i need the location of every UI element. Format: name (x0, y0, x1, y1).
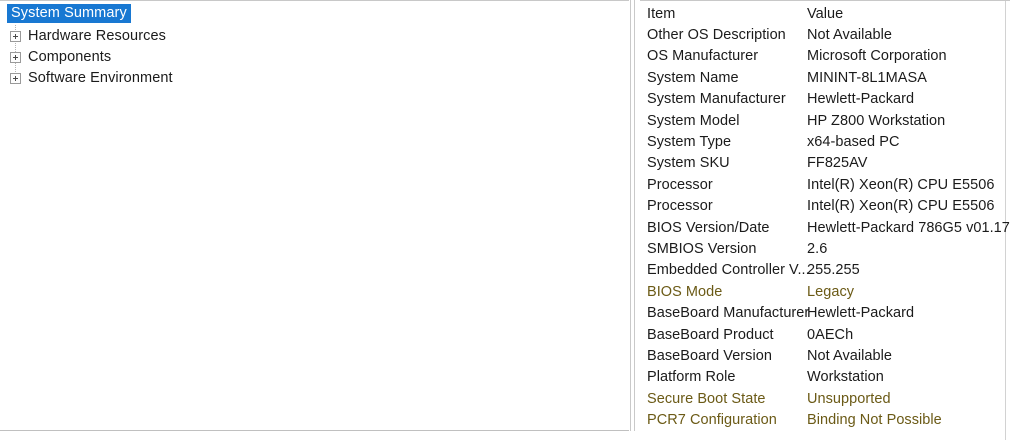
table-row[interactable]: Other OS Description Not Available (640, 25, 1010, 46)
cell-value: Hewlett-Packard (807, 91, 915, 108)
tree-item-hardware-resources[interactable]: Hardware Resources (10, 26, 166, 46)
cell-value: Binding Not Possible (807, 412, 942, 429)
cell-item: BIOS Version/Date (647, 219, 770, 236)
table-row[interactable]: Secure Boot State Unsupported (640, 389, 1010, 410)
table-row[interactable]: BaseBoard Product 0AECh (640, 325, 1010, 346)
cell-item: BaseBoard Version (647, 348, 772, 364)
cell-item: System Manufacturer (647, 91, 786, 108)
cell-value: MININT-8L1MASA (807, 69, 927, 86)
table-row[interactable]: OS Manufacturer Microsoft Corporation (640, 46, 1010, 67)
table-row[interactable]: Processor Intel(R) Xeon(R) CPU E5506 (640, 175, 1010, 196)
navigation-tree-panel: System Summary Hardware Resources Compon… (0, 0, 629, 431)
table-row[interactable]: System Name MININT-8L1MASA (640, 68, 1010, 89)
cell-value: Intel(R) Xeon(R) CPU E5506 (807, 176, 995, 193)
column-header-item[interactable]: Item (647, 6, 676, 22)
plus-box-icon[interactable] (10, 51, 21, 63)
cell-item: System Name (647, 69, 739, 86)
table-row[interactable]: Embedded Controller V...255.255 (640, 260, 1010, 281)
splitter-line (630, 0, 631, 431)
table-row[interactable]: Processor Intel(R) Xeon(R) CPU E5506 (640, 196, 1010, 217)
tree-item-components[interactable]: Components (10, 47, 111, 67)
plus-box-icon[interactable] (10, 30, 21, 42)
panel-edge (1005, 1, 1006, 440)
cell-value: FF825AV (807, 155, 868, 172)
cell-item: System Model (647, 112, 740, 129)
cell-value: Not Available (807, 348, 893, 364)
cell-item: Platform Role (647, 369, 736, 386)
cell-item: SMBIOS Version (647, 241, 757, 257)
cell-value: Unsupported (807, 390, 891, 407)
table-row[interactable]: System Manufacturer Hewlett-Packard (640, 89, 1010, 110)
cell-item: Secure Boot State (647, 390, 766, 407)
tree-item-software-environment[interactable]: Software Environment (10, 68, 173, 88)
cell-value: x64-based PC (807, 134, 900, 150)
table-row[interactable]: SMBIOS Version 2.6 (640, 239, 1010, 260)
cell-item: OS Manufacturer (647, 48, 759, 65)
cell-item: BaseBoard Product (647, 326, 774, 343)
cell-item: PCR7 Configuration (647, 412, 777, 429)
tree-item-label: Components (28, 49, 112, 65)
panel-splitter[interactable] (629, 0, 640, 431)
cell-item: Processor (647, 176, 713, 193)
cell-item: Embedded Controller V... (647, 262, 810, 279)
cell-value: 255.255 (807, 262, 860, 279)
cell-value: Hewlett-Packard (807, 305, 915, 322)
cell-item: System Type (647, 134, 732, 150)
tree-connector-line (15, 25, 16, 77)
table-row[interactable]: BIOS Mode Legacy (640, 282, 1010, 303)
tree-item-label: Hardware Resources (28, 28, 166, 44)
cell-value: Microsoft Corporation (807, 48, 947, 65)
cell-item: BIOS Mode (647, 283, 723, 300)
table-row[interactable]: Platform Role Workstation (640, 367, 1010, 388)
cell-value: Not Available (807, 27, 893, 43)
cell-value: Intel(R) Xeon(R) CPU E5506 (807, 198, 995, 215)
table-row[interactable]: System SKU FF825AV (640, 153, 1010, 174)
cell-value: 0AECh (807, 326, 854, 343)
tree-item-label: Software Environment (28, 70, 173, 86)
cell-item: Processor (647, 198, 713, 215)
cell-item: System SKU (647, 155, 730, 172)
table-row[interactable]: System Type x64-based PC (640, 132, 1010, 153)
cell-value: Hewlett-Packard 786G5 v01.17, 8/ (807, 219, 1010, 236)
splitter-line (634, 0, 635, 431)
cell-value: HP Z800 Workstation (807, 112, 946, 129)
cell-item: BaseBoard Manufacturer (647, 305, 810, 322)
cell-value: Legacy (807, 283, 855, 300)
tree-item-label: System Summary (7, 3, 131, 23)
table-row[interactable]: PCR7 Configuration Binding Not Possible (640, 410, 1010, 431)
cell-value: 2.6 (807, 241, 828, 257)
tree-item-system-summary[interactable]: System Summary (7, 3, 131, 23)
grid-header-row: Item Value (640, 4, 1010, 25)
table-row[interactable]: System Model HP Z800 Workstation (640, 111, 1010, 132)
cell-item: Other OS Description (647, 27, 786, 43)
column-header-value[interactable]: Value (807, 6, 844, 22)
cell-value: Workstation (807, 369, 884, 386)
table-row[interactable]: BaseBoard Version Not Available (640, 346, 1010, 367)
plus-box-icon[interactable] (10, 72, 21, 84)
table-row[interactable]: BIOS Version/Date Hewlett-Packard 786G5 v… (640, 218, 1010, 239)
